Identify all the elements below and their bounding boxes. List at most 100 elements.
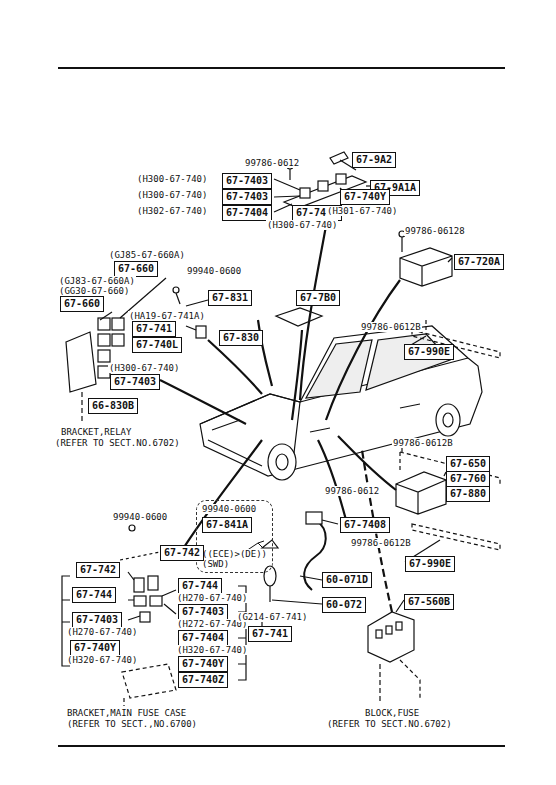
part-number: 67-740L [136, 339, 178, 350]
part-label: 99940-0600 [186, 266, 242, 276]
part-box: 67-7B0 [296, 290, 340, 306]
part-number: 67-7404 [226, 207, 268, 218]
part-label: 99786-0612B [350, 538, 412, 548]
part-label: 99786-0612B [360, 322, 422, 332]
part-label: (H270-67-740) [176, 593, 248, 603]
part-number: 60-071D [326, 574, 368, 585]
part-number: 67-990E [409, 558, 451, 569]
part-number: 67-650 [450, 458, 486, 469]
part-number: 67-740Y [182, 658, 224, 669]
part-number: 67-741 [136, 323, 172, 334]
part-number: 67-744 [182, 580, 218, 591]
part-label: (H300-67-740) [266, 220, 338, 230]
part-box: 67-744 [72, 587, 116, 603]
part-box: 67-741 [132, 321, 176, 337]
part-number: 67-760 [450, 473, 486, 484]
part-box: 67-740Z [178, 672, 228, 688]
part-number: 67-880 [450, 488, 486, 499]
part-number: 67-7403 [76, 614, 118, 625]
part-box: 60-071D [322, 572, 372, 588]
part-number: 67-7403 [226, 175, 268, 186]
part-label: 99786-0612 [244, 158, 300, 168]
part-box: 67-740L [132, 337, 182, 353]
part-number: (SWD) [202, 559, 229, 569]
part-number: 67-740Y [344, 191, 386, 202]
part-label: (H320-67-740) [66, 655, 138, 665]
part-label: (REFER TO SECT.NO.6702) [54, 438, 181, 448]
part-box: 66-830B [88, 398, 138, 414]
part-number: 67-7403 [226, 191, 268, 202]
dashed-group: 99940-0600((ECE)>(DE))(SWD)67-841A [196, 500, 273, 573]
leader-line [81, 392, 82, 424]
part-number: 67-744 [76, 589, 112, 600]
part-label: (REFER TO SECT.NO.6702) [326, 719, 453, 729]
part-box: 67-7408 [340, 517, 390, 533]
part-number: 67-7404 [182, 632, 224, 643]
part-box: 67-830 [219, 330, 263, 346]
part-number: 67-830 [223, 332, 259, 343]
part-box: 67-7403 [72, 612, 122, 628]
part-label: (GJ85-67-660A) [108, 250, 186, 260]
leader-line [100, 160, 452, 626]
part-box: 67-990E [404, 344, 454, 360]
part-number: 67-7403 [114, 376, 156, 387]
car-body [200, 326, 482, 480]
part-number: 67-990E [408, 346, 450, 357]
part-number: 67-841A [206, 519, 248, 530]
wire-harness [262, 512, 326, 602]
part-label: 99786-0612B [392, 438, 454, 448]
part-label: (REFER TO SECT.,NO.6700) [66, 719, 198, 729]
part-box: 67-740Y [178, 656, 228, 672]
part-label: BRACKET,MAIN FUSE CASE [66, 708, 187, 718]
part-box: 67-744 [178, 578, 222, 594]
part-box: 67-990E [405, 556, 455, 572]
part-label: (H300-67-740) [136, 190, 208, 200]
control-unit [396, 446, 500, 550]
part-number: 67-660 [64, 298, 100, 309]
fuse-block [368, 612, 420, 704]
part-box: 67-720A [454, 254, 504, 270]
part-box: 67-740Y [340, 189, 390, 205]
part-box: 67-831 [208, 290, 252, 306]
part-number: 67-660 [118, 263, 154, 274]
part-box: 60-072 [322, 597, 366, 613]
part-label: (G214-67-741) [236, 612, 308, 622]
part-number: 67-720A [458, 256, 500, 267]
part-number: 67-740Z [182, 674, 224, 685]
part-number: 67-560B [408, 596, 450, 607]
part-box: 67-760 [446, 471, 490, 487]
control-unit [399, 231, 452, 286]
part-label: (H301-67-740) [326, 206, 398, 216]
part-box: 67-560B [404, 594, 454, 610]
part-number: 67-831 [212, 292, 248, 303]
part-box: 67-660 [60, 296, 104, 312]
part-label: (GG30-67-660) [58, 286, 130, 296]
part-label: 99786-06128 [404, 226, 466, 236]
part-box: 67-7403 [222, 173, 272, 189]
part-number: 67-9A2 [356, 154, 392, 165]
leader-line [160, 226, 400, 612]
part-label: BRACKET,RELAY [60, 427, 132, 437]
part-label: (H320-67-740) [176, 645, 248, 655]
part-number: 67-740Y [74, 642, 116, 653]
part-label: (H300-67-740) [136, 174, 208, 184]
part-box: 67-841A [202, 517, 252, 533]
part-label: (HA19-67-741A) [128, 311, 206, 321]
part-number: 67-7408 [344, 519, 386, 530]
module [276, 308, 322, 326]
part-box: 67-7403 [222, 189, 272, 205]
bottom-rule [58, 745, 505, 747]
part-box: 67-660 [114, 261, 158, 277]
part-label: 99940-0600 [112, 512, 168, 522]
part-box: 67-742 [160, 545, 204, 561]
part-label: (H302-67-740) [136, 206, 208, 216]
top-rule [58, 67, 505, 69]
part-number: 67-7B0 [300, 292, 336, 303]
part-label: (H270-67-740) [66, 627, 138, 637]
part-number: 67-7403 [182, 606, 224, 617]
part-box: 67-742 [76, 562, 120, 578]
part-box: 67-740Y [70, 640, 120, 656]
part-box: 67-7404 [178, 630, 228, 646]
part-number: 66-830B [92, 400, 134, 411]
